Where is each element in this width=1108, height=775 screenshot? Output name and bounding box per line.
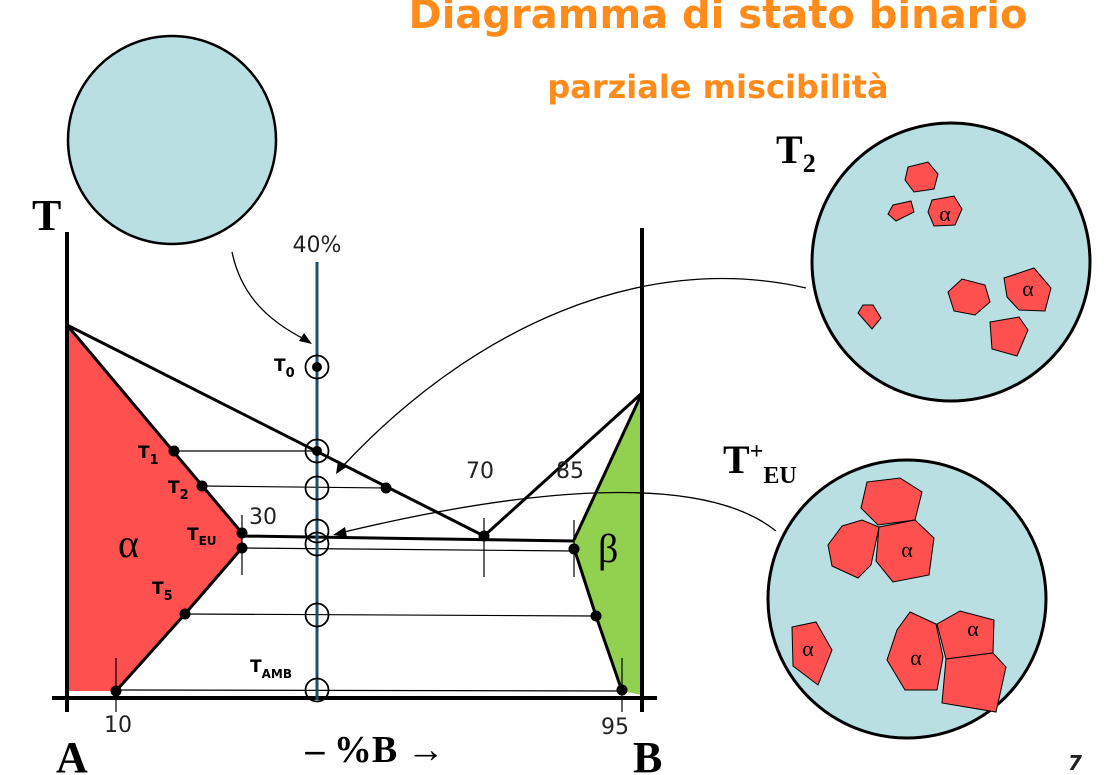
tie-lines xyxy=(115,450,623,692)
arrowhead-t0 xyxy=(299,333,312,344)
phase-boundaries xyxy=(65,323,644,693)
slide-title: Diagramma di stato binario xyxy=(409,0,1028,38)
solidus-alpha xyxy=(65,324,244,534)
slide-subtitle: parziale miscibilità xyxy=(547,68,888,106)
micrograph-teu-grain-label: α xyxy=(910,645,922,670)
component-b-label: B xyxy=(633,733,662,775)
label-t1: T1 xyxy=(138,443,159,468)
grain xyxy=(989,316,1029,357)
marker-tamb xyxy=(304,677,330,703)
alpha-region xyxy=(67,325,242,691)
label-c95: 95 xyxy=(601,715,629,740)
page-number: 7 xyxy=(1068,751,1082,775)
marker-teu-plus xyxy=(304,518,330,544)
phase-alpha-label: α xyxy=(118,521,139,566)
grain xyxy=(1003,267,1052,312)
micrograph-t2-title: T2 xyxy=(776,127,816,178)
grain xyxy=(904,161,939,193)
liquidus-right xyxy=(482,391,644,538)
solidus-beta xyxy=(572,392,644,541)
label-t2: T2 xyxy=(168,478,189,503)
label-c10: 10 xyxy=(104,713,132,738)
arrowhead-t2 xyxy=(336,461,348,474)
label-c70: 70 xyxy=(466,459,494,484)
micrograph-t2-grains xyxy=(857,161,1052,357)
micrograph-teu-grain-label: α xyxy=(802,636,814,661)
component-a-label: A xyxy=(56,733,88,775)
grain xyxy=(887,200,915,222)
label-t0: T0 xyxy=(274,356,295,381)
connector-teu xyxy=(343,491,777,533)
grain xyxy=(857,304,882,330)
axis-x-label: – %B → xyxy=(304,729,444,771)
axis-y-label: T xyxy=(32,191,61,240)
grain xyxy=(927,195,963,227)
points xyxy=(110,362,628,697)
marker-teu-minus xyxy=(304,531,330,557)
grain xyxy=(947,278,991,316)
connector-t2 xyxy=(342,277,807,467)
grain xyxy=(936,610,995,660)
grain xyxy=(886,611,944,691)
marker-t5 xyxy=(304,602,330,628)
marker-t1 xyxy=(304,438,330,464)
micrograph-liquid xyxy=(66,34,278,246)
micrograph-t2-grain-label: α xyxy=(939,201,951,226)
grain xyxy=(875,519,935,583)
state-markers xyxy=(304,354,330,703)
label-teu: TEU xyxy=(187,525,217,548)
label-c85: 85 xyxy=(556,459,584,484)
arrowhead-teu xyxy=(333,527,347,537)
marker-t0 xyxy=(304,354,330,380)
marker-t2 xyxy=(304,475,330,501)
label-tamb: TAMB xyxy=(250,657,292,681)
pointer-arrow-t0 xyxy=(231,251,307,341)
phase-beta-label: β xyxy=(598,526,618,571)
label-c30: 30 xyxy=(249,505,277,530)
micrograph-teu-grain-label: α xyxy=(967,616,979,641)
grain xyxy=(941,652,1007,713)
eutectic-line xyxy=(241,534,575,543)
beta-region xyxy=(574,393,642,695)
liquidus-left xyxy=(66,323,485,538)
grain xyxy=(791,621,833,686)
micrograph-teu-title: T+EU xyxy=(723,437,797,489)
micrograph-t2-grain-label: α xyxy=(1022,276,1034,301)
composition-label: 40% xyxy=(293,233,342,258)
label-t5: T5 xyxy=(152,579,173,604)
micrograph-t2 xyxy=(810,121,1092,403)
micrograph-teu-grains xyxy=(791,477,1007,713)
micrograph-teu-grain-label: α xyxy=(901,537,913,562)
grain xyxy=(827,519,880,579)
